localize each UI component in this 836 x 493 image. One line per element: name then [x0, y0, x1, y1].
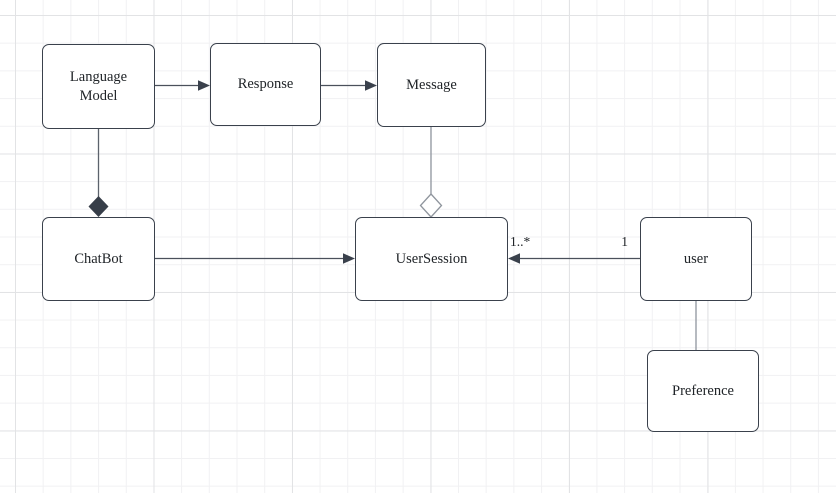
node-preference[interactable]: Preference — [647, 350, 759, 432]
node-label: Message — [406, 76, 457, 93]
edge-chatbot-usersession[interactable] — [155, 253, 355, 264]
node-label: Language Model — [69, 68, 128, 104]
edge-languagemodel-response[interactable] — [155, 80, 210, 91]
node-response[interactable]: Response — [210, 43, 321, 126]
node-label: Response — [237, 76, 294, 93]
node-label: ChatBot — [74, 250, 123, 267]
edge-response-message[interactable] — [321, 80, 377, 91]
node-chatbot[interactable]: ChatBot — [42, 217, 155, 301]
arrowhead-icon — [198, 80, 210, 91]
node-message[interactable]: Message — [377, 43, 486, 127]
multiplicity-label-usersession[interactable]: 1..* — [510, 234, 531, 249]
edge-languagemodel-chatbot-composition[interactable] — [88, 129, 109, 217]
node-label: UserSession — [395, 250, 468, 267]
node-label: Preference — [672, 382, 734, 399]
multiplicity-label-user[interactable]: 1 — [621, 234, 628, 249]
node-user-session[interactable]: UserSession — [355, 217, 508, 301]
node-user[interactable]: user — [640, 217, 752, 301]
node-language-model[interactable]: Language Model — [42, 44, 155, 129]
arrowhead-icon — [343, 253, 355, 264]
edge-message-usersession-aggregation[interactable] — [419, 127, 443, 218]
node-label: user — [683, 250, 709, 267]
edge-user-usersession[interactable] — [508, 253, 640, 264]
composition-diamond-icon — [88, 196, 109, 217]
arrowhead-icon — [365, 80, 377, 91]
aggregation-diamond-icon — [419, 193, 443, 218]
arrowhead-icon — [508, 253, 520, 264]
